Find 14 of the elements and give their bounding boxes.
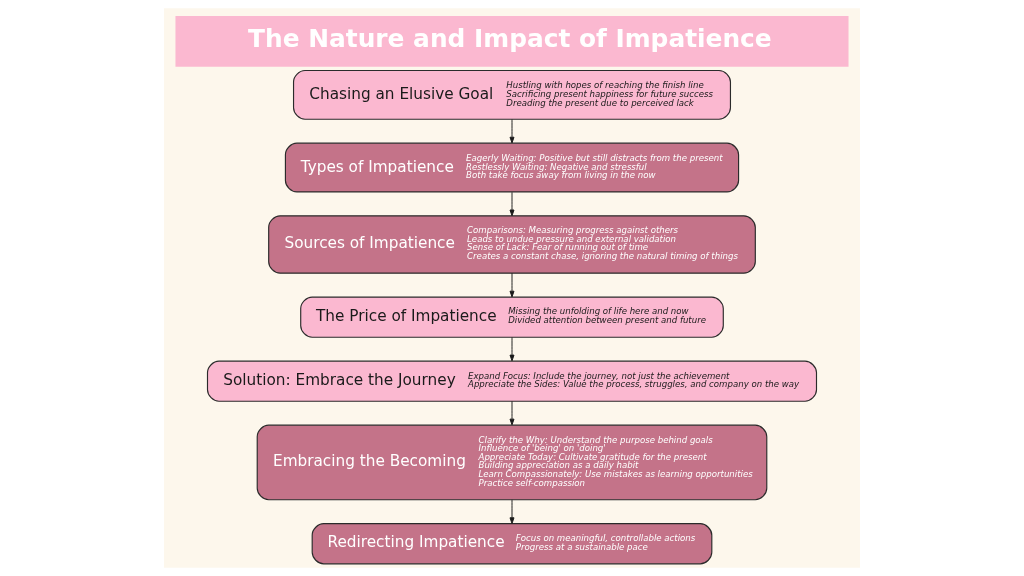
arrow [509,336,515,362]
arrow [509,119,515,144]
arrow [509,400,515,426]
arrow [509,191,515,217]
arrow [509,272,515,298]
node-box: Chasing an Elusive Goal Hustling with hopes of reaching the finish line Sacrificing present happiness for future success Dreading the present due to perceived lack [292,69,732,120]
arrow [509,499,515,524]
node-box: Sources of Impatience Comparisons: Measuring progress against others Leads to undue pressure and external validation Sense of Lack: Fear of running out of time Creates a constant chase, ignoring the natural timing of things [268,215,756,274]
diagram-title: The Nature and Impact of Impatience [248,23,772,53]
node-box: The Price of Impatience Missing the unfolding of life here and now Divided attention between present and future [300,296,724,338]
node-box: Embracing the Becoming Clarify the Why: Understand the purpose behind goals Influence of 'being' on 'doing' Appreciate Today: Cultivate gratitude for the present Building appreciation as a daily habit Learn Compassionately: Use mistakes as learning opportunities Practice self-compassion [256,424,768,501]
node-box: Redirecting Impatience Focus on meaningful, controllable actions Progress at a sustainable pace [311,523,713,565]
node-box: Types of Impatience Eagerly Waiting: Positive but still distracts from the present Restlessly Waiting: Negative and stressful Both take focus away from living in the now [284,142,740,193]
node-box: Solution: Embrace the Journey Expand Focus: Include the journey, not just the achievement Appreciate the Sides: Value the process, struggles, and company on the way [206,360,818,402]
